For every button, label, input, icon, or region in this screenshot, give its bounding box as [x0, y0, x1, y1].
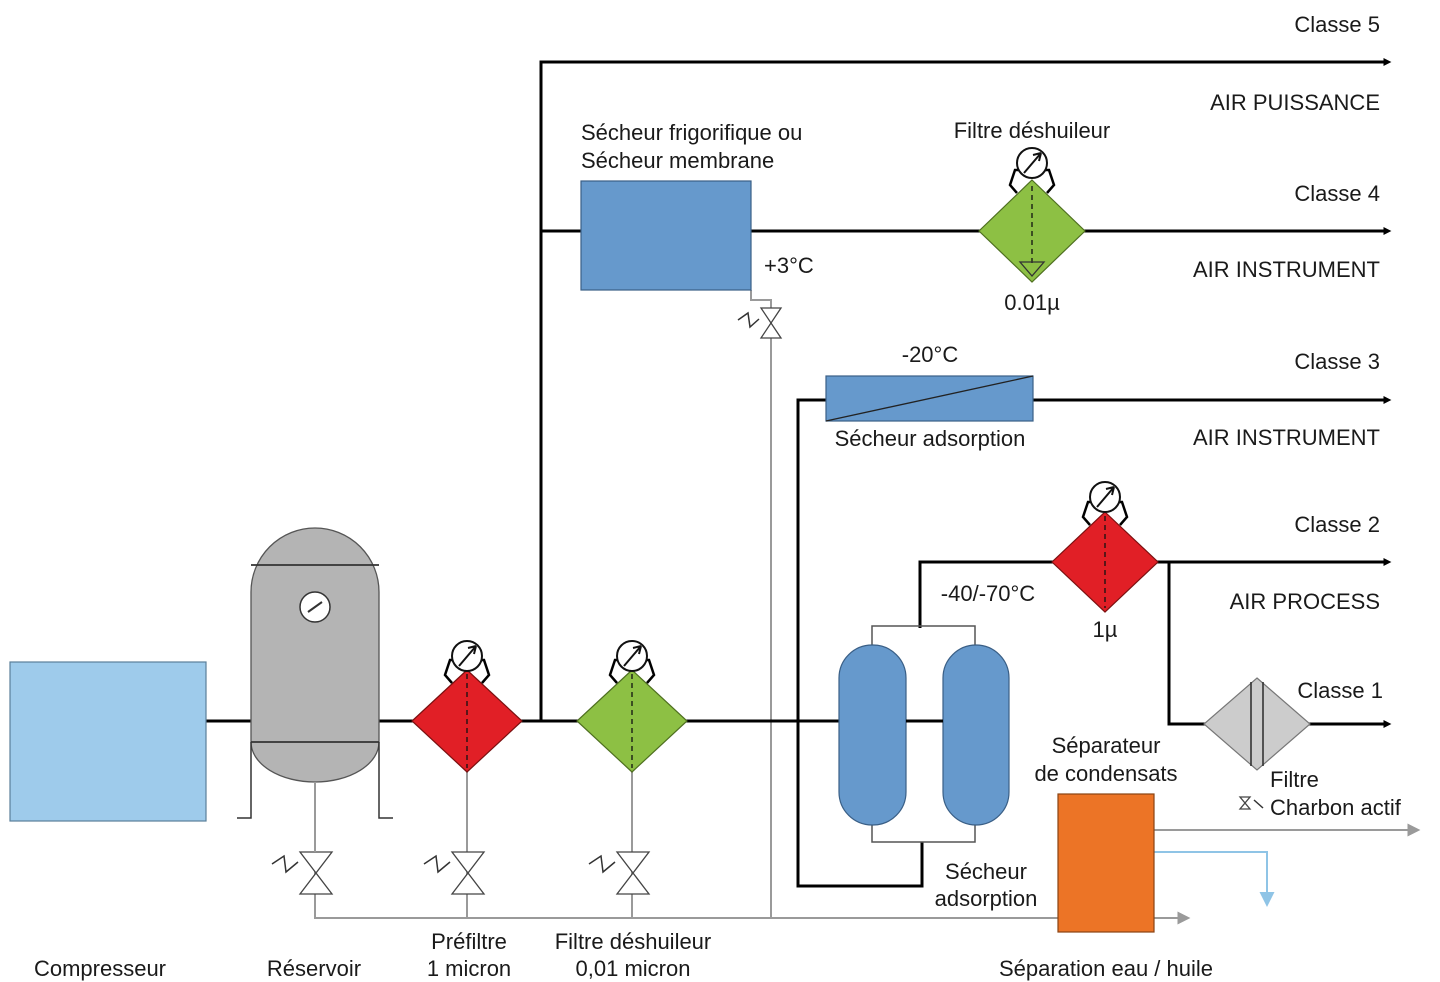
drain-valve[interactable] — [737, 307, 783, 339]
pressure-gauge-icon — [451, 640, 483, 672]
filtre-deshuileur-bas — [576, 640, 688, 773]
secheur-frigo-label-2: Sécheur membrane — [581, 148, 774, 173]
secheur-frigo-label-1: Sécheur frigorifique ou — [581, 120, 802, 145]
filtre-deshuileur-bas-label-1: Filtre déshuileur — [555, 929, 712, 954]
secheur-adsorption-bas-label-2: adsorption — [935, 886, 1038, 911]
reservoir-label: Réservoir — [267, 956, 361, 981]
drain-valve[interactable] — [423, 851, 486, 895]
air-process-label: AIR PROCESS — [1230, 589, 1380, 614]
secheur-adsorption-haut-temp: -20°C — [902, 342, 959, 367]
separateur-condensats — [1057, 793, 1155, 933]
classe-3-label: Classe 3 — [1294, 349, 1380, 374]
filtre-deshuileur-haut-rating: 0.01µ — [1004, 290, 1060, 315]
compresseur-label: Compresseur — [34, 956, 166, 981]
filtre-1u-rating: 1µ — [1093, 617, 1118, 642]
separateur-label-1: Séparateur — [1052, 733, 1161, 758]
filtre-deshuileur-haut-label: Filtre déshuileur — [954, 118, 1111, 143]
classe-1-label: Classe 1 — [1297, 678, 1383, 703]
reservoir-tank — [237, 527, 393, 852]
classe-5-label: Classe 5 — [1294, 12, 1380, 37]
drain-valve[interactable] — [271, 851, 334, 895]
pressure-gauge-icon — [616, 640, 648, 672]
pressure-gauge-icon — [1016, 147, 1048, 179]
classe-2-label: Classe 2 — [1294, 512, 1380, 537]
filtre-deshuileur-haut — [978, 147, 1086, 283]
compressor — [9, 661, 207, 822]
secheur-frigo-temp: +3°C — [764, 253, 814, 278]
secheur-adsorption-bas-temp: -40/-70°C — [941, 581, 1036, 606]
secheur-adsorption-haut-label: Sécheur adsorption — [835, 426, 1026, 451]
secheur-frigorifique — [580, 180, 752, 291]
prefiltre — [411, 640, 523, 773]
separateur-label-2: de condensats — [1034, 761, 1177, 786]
filtre-deshuileur-bas-label-2: 0,01 micron — [576, 956, 691, 981]
drain-valve[interactable] — [588, 851, 651, 895]
separation-label: Séparation eau / huile — [999, 956, 1213, 981]
secheur-adsorption-haut — [825, 375, 1034, 422]
filtre-charbon-label-2: Charbon actif — [1270, 795, 1402, 820]
air-instrument-4-label: AIR INSTRUMENT — [1193, 257, 1380, 282]
air-instrument-3-label: AIR INSTRUMENT — [1193, 425, 1380, 450]
pressure-gauge-icon — [1089, 481, 1121, 513]
main-pipes — [205, 58, 1392, 888]
air-puissance-label: AIR PUISSANCE — [1210, 90, 1380, 115]
filtre-1-micron — [1051, 481, 1159, 613]
prefiltre-label-1: Préfiltre — [431, 929, 507, 954]
prefiltre-label-2: 1 micron — [427, 956, 511, 981]
filtre-charbon-actif — [1203, 677, 1311, 771]
charbon-drain-valve[interactable] — [1238, 796, 1264, 810]
secheur-adsorption-bas-label-1: Sécheur — [945, 859, 1027, 884]
secheur-adsorption-bas — [838, 625, 1010, 843]
classe-4-label: Classe 4 — [1294, 181, 1380, 206]
filtre-charbon-label-1: Filtre — [1270, 767, 1319, 792]
